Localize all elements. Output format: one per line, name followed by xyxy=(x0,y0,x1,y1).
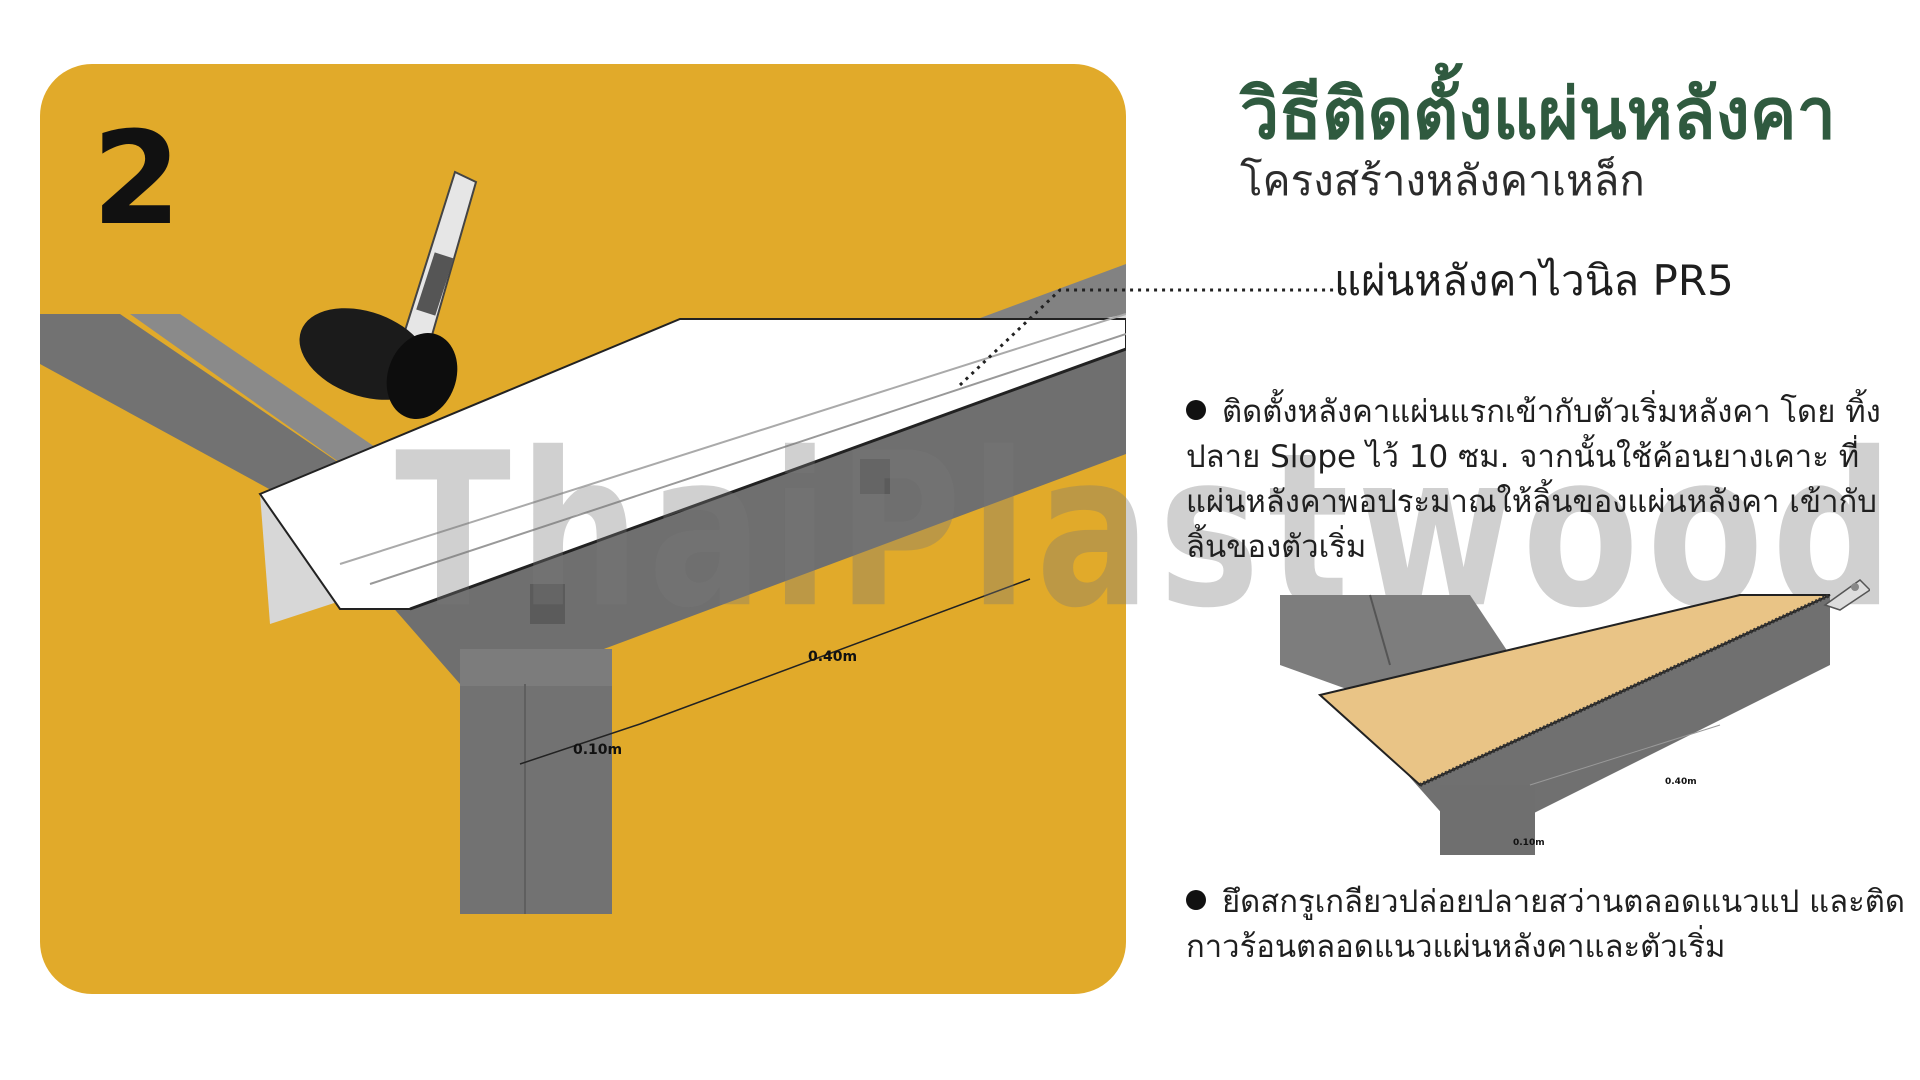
bullet-dot-icon xyxy=(1186,400,1206,420)
screw-detail-drawing: 0.40m 0.10m xyxy=(1280,579,1870,855)
wood-roof-sheet xyxy=(1317,594,1831,787)
step-number: 2 xyxy=(92,105,182,254)
page-title: วิธีติดตั้งแผ่นหลังคา xyxy=(1240,73,1836,155)
dim-span-label: 0.40m xyxy=(808,649,857,665)
rafter-top-face xyxy=(130,314,400,484)
bullet-dot-icon xyxy=(1186,890,1206,910)
purlin-block xyxy=(860,459,890,494)
bullet-text: ติดตั้งหลังคาแผ่นแรกเข้ากับตัวเริ่มหลังค… xyxy=(1186,394,1881,565)
illustration-panel: 2 0.40m 0.10m xyxy=(40,64,1126,994)
watermark: ThaiPlastwood xyxy=(395,408,1902,656)
callout-label: แผ่นหลังคาไวนิล PR5 xyxy=(1334,256,1734,305)
post-cap xyxy=(460,649,612,686)
small-dim-span-label: 0.40m xyxy=(1665,777,1697,787)
dim-overhang-label: 0.10m xyxy=(573,742,622,758)
bullet-text: ยึดสกรูเกลียวปล่อยปลายสว่านตลอดแนวแป และ… xyxy=(1186,884,1906,965)
drill-screw-icon xyxy=(1823,579,1870,611)
bullet-item: ติดตั้งหลังคาแผ่นแรกเข้ากับตัวเริ่มหลังค… xyxy=(1186,390,1906,570)
page-subtitle: โครงสร้างหลังคาเหล็ก xyxy=(1240,156,1645,205)
bullet-item: ยึดสกรูเกลียวปล่อยปลายสว่านตลอดแนวแป และ… xyxy=(1186,880,1906,970)
vinyl-roof-sheet xyxy=(258,318,1126,610)
post xyxy=(460,684,612,914)
rubber-mallet-icon xyxy=(299,170,478,419)
main-roof-drawing: 0.40m 0.10m xyxy=(40,170,1126,914)
purlin-block xyxy=(530,584,565,624)
small-dim-overhang-label: 0.10m xyxy=(1513,838,1545,848)
